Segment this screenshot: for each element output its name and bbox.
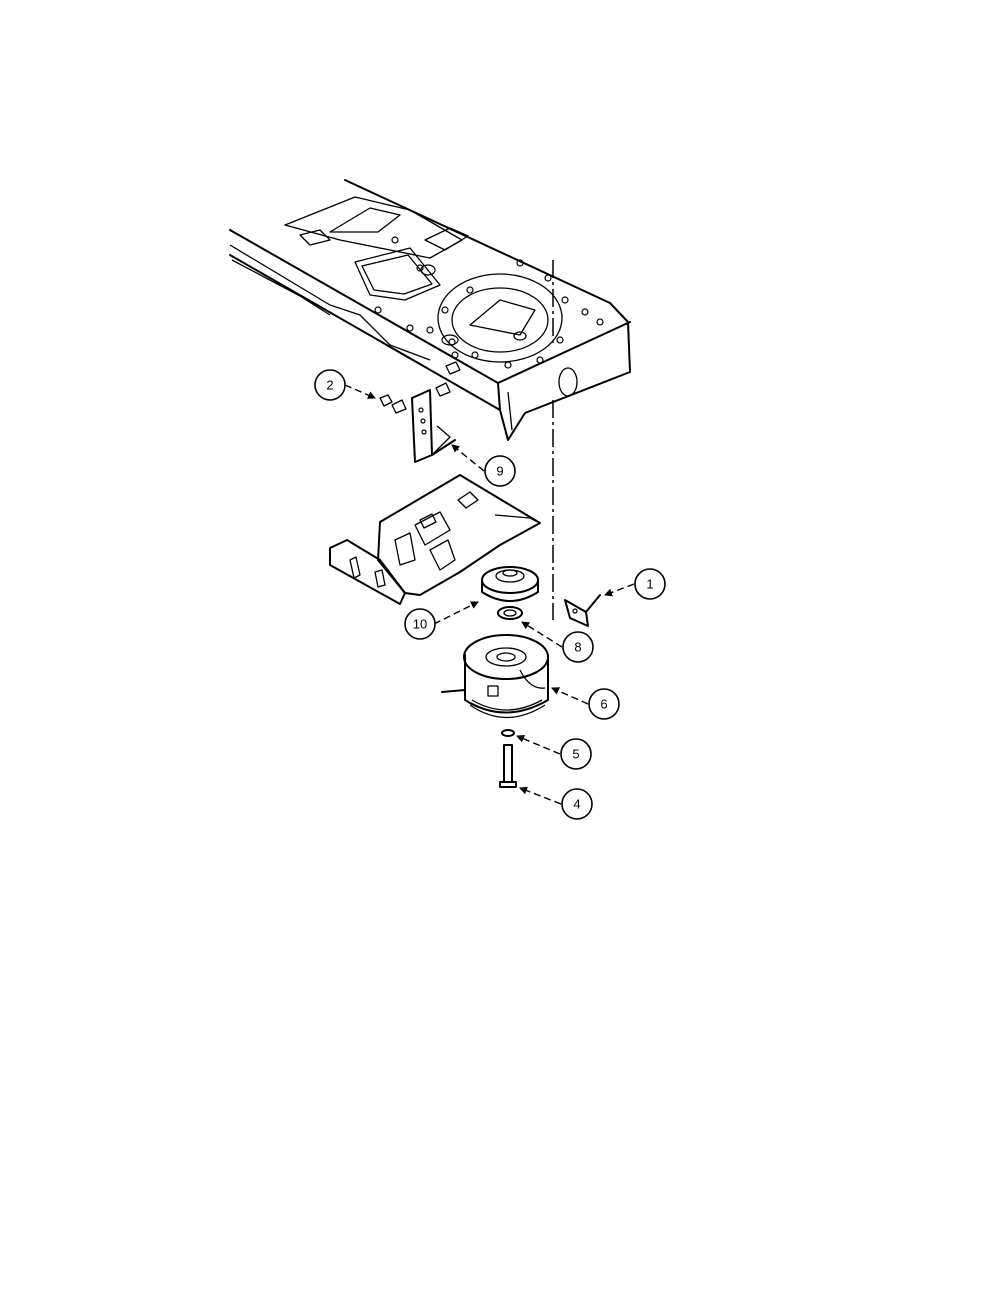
callout-5: 5: [560, 738, 592, 770]
callout-label: 2: [326, 378, 333, 393]
callout-label: 4: [573, 797, 580, 812]
callout-9: 9: [484, 455, 516, 487]
part-10-pulley: [481, 566, 539, 602]
mounting-plate: [329, 474, 541, 605]
callout-label: 5: [572, 747, 579, 762]
leader-lines: [344, 384, 635, 805]
part-6-clutch: [441, 634, 549, 719]
tractor-frame: [229, 179, 631, 441]
callout-label: 1: [646, 577, 653, 592]
callout-label: 8: [574, 640, 581, 655]
callout-6: 6: [588, 688, 620, 720]
callout-label: 9: [496, 464, 503, 479]
part-2-bolts: [379, 361, 461, 414]
callout-4: 4: [561, 788, 593, 820]
callout-label: 10: [413, 617, 427, 632]
part-5-washer: [501, 729, 515, 737]
part-1-bracket: [564, 594, 601, 627]
callout-label: 6: [600, 697, 607, 712]
callout-10: 10: [404, 608, 436, 640]
callout-1: 1: [634, 568, 666, 600]
part-9-bracket: [411, 389, 456, 463]
callout-8: 8: [562, 631, 594, 663]
callout-2: 2: [314, 369, 346, 401]
part-8-washer: [497, 606, 523, 620]
part-4-bolt: [499, 744, 517, 788]
